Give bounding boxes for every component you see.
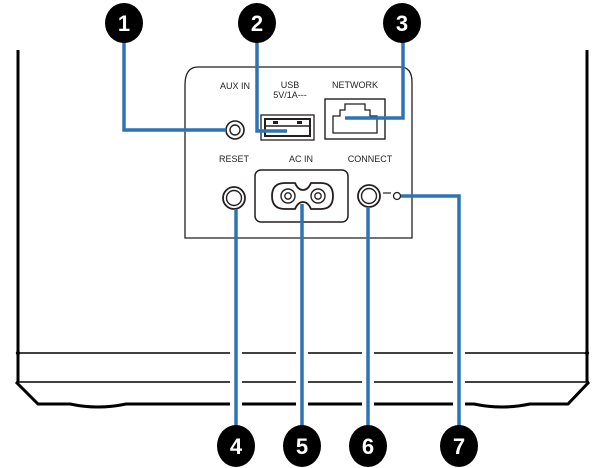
aux-in-label: AUX IN (220, 81, 250, 91)
callout-3: 3 (383, 3, 421, 43)
reset-label: RESET (219, 154, 250, 164)
leader-gaps (230, 340, 465, 410)
leader-1 (122, 40, 226, 132)
callout-6-number: 6 (362, 434, 374, 459)
leader-7 (401, 194, 461, 432)
seam-right-dot (584, 350, 590, 356)
ac-in-label: AC IN (289, 154, 313, 164)
usb-label: USB (281, 80, 300, 90)
leader-lines (122, 40, 461, 432)
usb-port[interactable] (260, 114, 315, 141)
callout-4-number: 4 (230, 434, 243, 459)
callout-2: 2 (238, 3, 276, 43)
status-indicator (383, 191, 402, 201)
network-label: NETWORK (332, 80, 378, 90)
callout-7: 7 (440, 425, 478, 467)
callout-7-number: 7 (453, 434, 465, 459)
callout-3-number: 3 (396, 11, 408, 36)
callout-5-number: 5 (296, 434, 308, 459)
callout-6: 6 (349, 425, 387, 467)
callout-1: 1 (105, 3, 143, 43)
callout-2-number: 2 (251, 11, 263, 36)
usb-rating-label: 5V/1A--- (273, 90, 307, 100)
callout-4: 4 (217, 425, 255, 467)
connect-button[interactable] (357, 184, 381, 208)
callout-5: 5 (283, 425, 321, 467)
connector-panel (184, 66, 413, 239)
leader-3 (345, 40, 405, 120)
seam-left-dot (15, 350, 21, 356)
aux-in-jack[interactable] (225, 120, 245, 140)
connect-label: CONNECT (348, 154, 393, 164)
reset-button[interactable] (222, 186, 246, 210)
callout-1-number: 1 (118, 11, 130, 36)
leader-2 (255, 40, 287, 133)
